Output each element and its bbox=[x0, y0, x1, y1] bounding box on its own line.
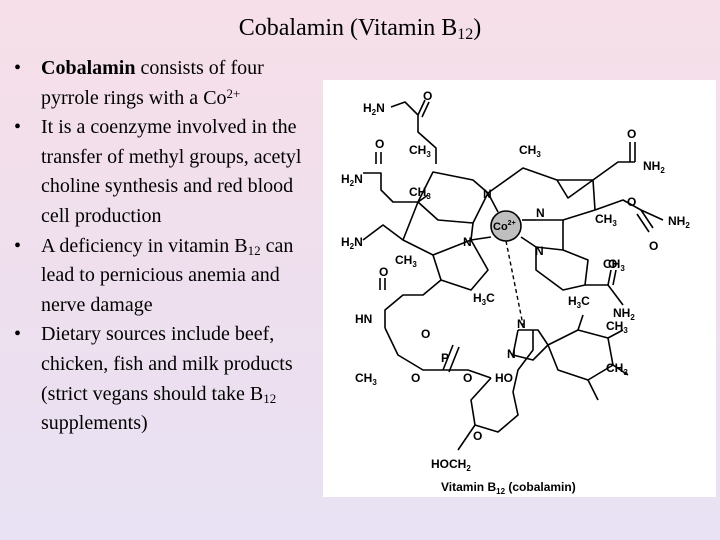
bullet-item: A deficiency in vitamin B12 can lead to … bbox=[14, 232, 320, 321]
atom-label: O bbox=[627, 195, 636, 209]
atom-labels: H2N O O CH3 CH3 H2N NH2 O CH3 N N CH3 O … bbox=[341, 89, 690, 473]
atom-label: O bbox=[473, 429, 482, 443]
atom-label: HN bbox=[355, 312, 372, 326]
bullet-superscript: 2+ bbox=[226, 85, 241, 101]
bond-lines bbox=[362, 99, 664, 451]
atom-label: N bbox=[517, 317, 526, 331]
atom-label: NH2 bbox=[643, 159, 665, 175]
bullet-item: Cobalamin consists of four pyrrole rings… bbox=[14, 54, 320, 113]
atom-label: H3C bbox=[473, 291, 495, 307]
atom-label: O bbox=[379, 265, 388, 279]
title-end: ) bbox=[473, 15, 482, 41]
bullet-text-2: can lead to pernicious anemia and nerve … bbox=[41, 234, 294, 316]
coordination-bond bbox=[505, 240, 524, 326]
title-main: Cobalamin (Vitamin B bbox=[238, 15, 458, 41]
atom-label: O bbox=[649, 239, 658, 253]
atom-label: O bbox=[608, 257, 617, 271]
cobalamin-structure-figure: H2N O O CH3 CH3 H2N NH2 O CH3 N N CH3 O … bbox=[323, 80, 716, 497]
bullet-subscript: 12 bbox=[263, 390, 277, 406]
atom-label: O bbox=[627, 127, 636, 141]
atom-label: CH3 bbox=[606, 319, 628, 335]
atom-label: HOCH2 bbox=[431, 457, 471, 473]
cobalt-label: Co2+ bbox=[493, 220, 516, 233]
atom-label: CH3 bbox=[595, 212, 617, 228]
atom-label: NH2 bbox=[668, 214, 690, 230]
atom-label: N bbox=[483, 187, 492, 201]
bullet-list: Cobalamin consists of four pyrrole rings… bbox=[14, 54, 320, 439]
atom-label: O bbox=[375, 137, 384, 151]
bullet-text: consists of four pyrrole rings with a Co bbox=[41, 57, 264, 109]
atom-label: O bbox=[463, 371, 472, 385]
atom-label: H2N bbox=[363, 101, 385, 117]
atom-label: N bbox=[536, 206, 545, 220]
atom-label: O bbox=[423, 89, 432, 103]
atom-label: CH3 bbox=[603, 257, 625, 273]
figure-caption: Vitamin B12 (cobalamin) bbox=[441, 480, 576, 496]
atom-label: CH3 bbox=[395, 253, 417, 269]
bullet-subscript: 12 bbox=[247, 242, 261, 258]
atom-label: N bbox=[507, 347, 516, 361]
atom-label: CH3 bbox=[606, 361, 628, 377]
atom-label: H2N bbox=[341, 235, 363, 251]
bullet-text: A deficiency in vitamin B bbox=[41, 234, 248, 257]
bullet-bold: Cobalamin bbox=[41, 57, 136, 79]
atom-label: NH2 bbox=[613, 306, 635, 322]
bullet-item: It is a coenzyme involved in the transfe… bbox=[14, 113, 320, 231]
atom-label: CH3 bbox=[355, 371, 377, 387]
bullet-text-2: supplements) bbox=[41, 412, 148, 435]
bullet-text: It is a coenzyme involved in the transfe… bbox=[41, 116, 302, 227]
atom-label: H2N bbox=[341, 172, 363, 188]
atom-label: HO bbox=[495, 371, 513, 385]
atom-label: O bbox=[411, 371, 420, 385]
structure-diagram: H2N O O CH3 CH3 H2N NH2 O CH3 N N CH3 O … bbox=[341, 89, 690, 496]
atom-label: O bbox=[421, 327, 430, 341]
bullet-item: Dietary sources include beef, chicken, f… bbox=[14, 320, 320, 438]
slide-title: Cobalamin (Vitamin B12) bbox=[0, 14, 720, 44]
atom-label: CH3 bbox=[409, 185, 431, 201]
title-subscript: 12 bbox=[457, 26, 474, 43]
atom-label: P bbox=[441, 351, 449, 365]
atom-label: N bbox=[463, 235, 472, 249]
atom-label: CH3 bbox=[519, 143, 541, 159]
atom-label: H3C bbox=[568, 294, 590, 310]
bullet-text: Dietary sources include beef, chicken, f… bbox=[41, 323, 293, 405]
atom-label: N bbox=[535, 244, 544, 258]
atom-label: CH3 bbox=[409, 143, 431, 159]
